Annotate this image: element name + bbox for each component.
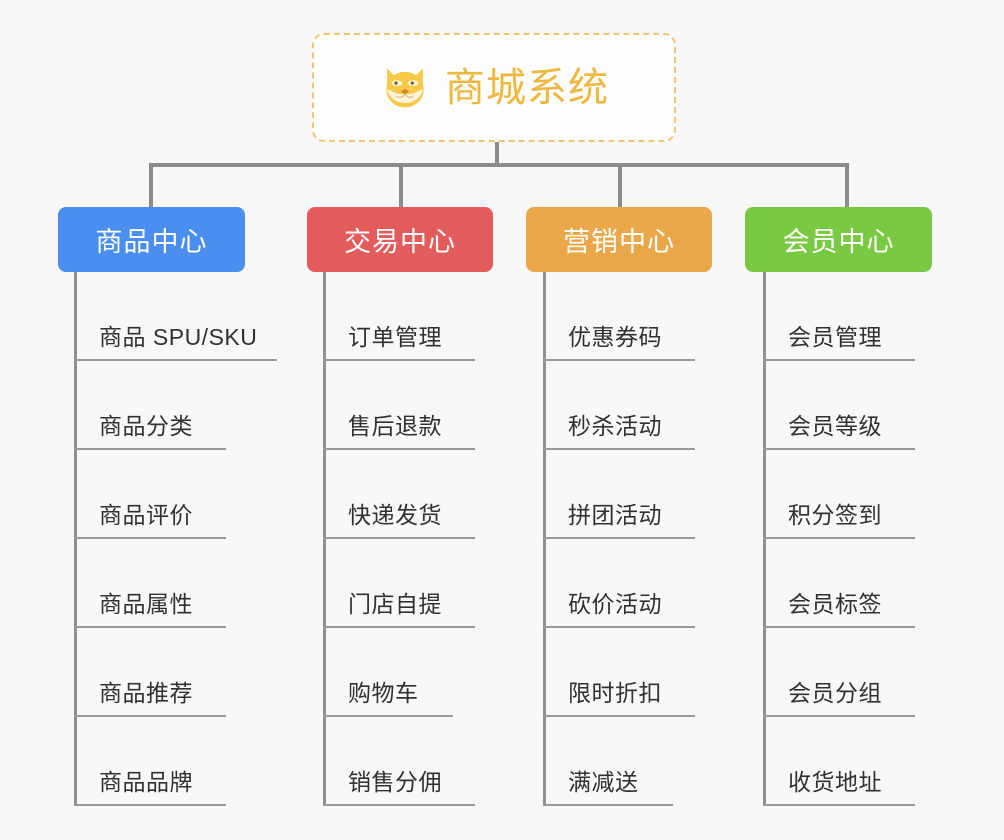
list-item-underline <box>543 537 695 539</box>
list-item-underline <box>74 537 226 539</box>
list-item-label: 砍价活动 <box>568 591 662 617</box>
list-item-underline <box>543 359 695 361</box>
list-item-underline <box>323 448 475 450</box>
list-item-underline <box>323 537 475 539</box>
list-item-underline <box>763 359 915 361</box>
list-item-underline <box>74 804 226 806</box>
list-item-label: 商品评价 <box>99 502 193 528</box>
connector-drop-3 <box>618 163 622 207</box>
branch-spine <box>74 272 77 806</box>
list-item-underline <box>763 537 915 539</box>
list-item-label: 会员标签 <box>788 591 882 617</box>
connector-drop-1 <box>149 163 153 207</box>
list-item-label: 商品品牌 <box>99 769 193 795</box>
list-item-underline <box>323 359 475 361</box>
list-item-underline <box>323 715 453 717</box>
list-item-label: 秒杀活动 <box>568 413 662 439</box>
branch-header-product[interactable]: 商品中心 <box>58 207 245 272</box>
list-item-underline <box>763 626 915 628</box>
list-item-underline <box>543 715 695 717</box>
shiba-dog-face-icon <box>379 62 431 114</box>
list-item-label: 订单管理 <box>348 324 442 350</box>
branch-spine <box>323 272 326 806</box>
list-item-underline <box>543 448 695 450</box>
list-item-underline <box>74 715 226 717</box>
list-item-underline <box>74 359 277 361</box>
list-item-label: 快递发货 <box>348 502 442 528</box>
root-title: 商城系统 <box>445 65 609 110</box>
list-item-label: 售后退款 <box>348 413 442 439</box>
connector-root-stem <box>495 142 499 165</box>
list-item-underline <box>323 804 475 806</box>
branch-header-marketing[interactable]: 营销中心 <box>526 207 712 272</box>
list-item-underline <box>763 448 915 450</box>
list-item-label: 商品分类 <box>99 413 193 439</box>
list-item-label: 收货地址 <box>788 769 882 795</box>
connector-horizontal-bus <box>149 163 849 167</box>
root-node[interactable]: 商城系统 <box>312 33 676 142</box>
list-item-underline <box>543 804 673 806</box>
list-item-label: 商品 SPU/SKU <box>99 324 258 350</box>
branch-header-label: 会员中心 <box>782 227 895 257</box>
list-item-label: 门店自提 <box>348 591 442 617</box>
branch-header-label: 商品中心 <box>95 227 208 257</box>
list-item-label: 商品推荐 <box>99 680 193 706</box>
list-item-underline <box>74 626 226 628</box>
branch-header-trade[interactable]: 交易中心 <box>307 207 493 272</box>
list-item-underline <box>74 448 226 450</box>
branch-spine <box>763 272 766 806</box>
list-item-underline <box>763 804 915 806</box>
list-item-label: 优惠券码 <box>568 324 662 350</box>
branch-spine <box>543 272 546 806</box>
connector-drop-2 <box>399 163 403 207</box>
list-item-label: 会员等级 <box>788 413 882 439</box>
list-item-label: 满减送 <box>568 769 639 795</box>
list-item-label: 销售分佣 <box>348 769 442 795</box>
branch-header-label: 营销中心 <box>563 227 675 257</box>
list-item-underline <box>543 626 695 628</box>
list-item-label: 积分签到 <box>788 502 882 528</box>
list-item-label: 会员管理 <box>788 324 882 350</box>
list-item-label: 拼团活动 <box>568 502 662 528</box>
branch-header-label: 交易中心 <box>344 227 456 257</box>
list-item-label: 会员分组 <box>788 680 882 706</box>
branch-header-member[interactable]: 会员中心 <box>745 207 932 272</box>
list-item-underline <box>763 715 915 717</box>
list-item-underline <box>323 626 475 628</box>
list-item-label: 商品属性 <box>99 591 193 617</box>
list-item-label: 购物车 <box>348 680 419 706</box>
connector-drop-4 <box>845 163 849 207</box>
list-item-label: 限时折扣 <box>568 680 662 706</box>
